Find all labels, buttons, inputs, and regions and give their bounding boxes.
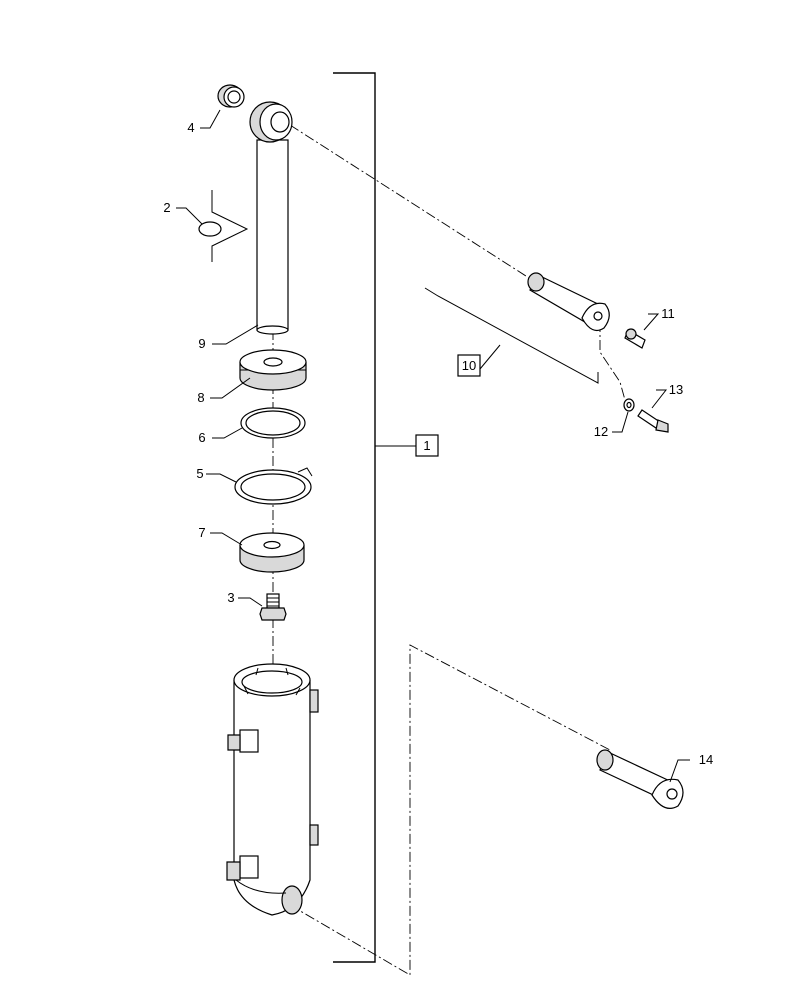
callout-4: 4 [187,120,194,135]
callout-11: 11 [661,306,675,321]
callout-4-group: 4 [187,109,221,135]
seal-ring-part-6 [240,407,306,439]
washer-part-12 [623,398,635,412]
callout-1: 1 [423,438,430,453]
callout-11-group: 11 [643,306,675,331]
o-ring-part-2 [198,190,249,262]
callout-7: 7 [198,525,205,540]
callout-7-group: 7 [198,525,243,546]
callout-10: 10 [462,358,476,373]
pivot-pin-part-14 [596,749,684,809]
callout-9-group: 9 [198,324,259,351]
callout-12: 12 [594,424,608,439]
callout-6-group: 6 [198,427,243,445]
callout-5: 5 [196,466,203,481]
callout-3: 3 [227,590,234,605]
grease-fitting-part-11 [624,328,646,349]
bushing-part-4 [217,84,245,108]
callout-8: 8 [197,390,204,405]
callout-10-group: 10 [424,287,599,384]
snap-ring-part-5 [234,467,313,505]
piston-part-7 [239,532,305,573]
callout-14: 14 [699,752,713,767]
callout-2-group: 2 [163,200,203,225]
cylinder-barrel [226,663,319,916]
assembly-bracket: 1 [333,72,439,963]
callout-9: 9 [198,336,205,351]
callout-13: 13 [669,382,683,397]
bolt-part-13 [637,409,669,433]
callout-3-group: 3 [227,590,263,607]
callout-13-group: 13 [651,382,683,409]
callout-12-group: 12 [594,411,629,439]
pivot-pin-part-10 [527,272,610,331]
callout-5-group: 5 [196,466,237,483]
gland-part-8 [239,349,307,391]
fitting-part-3 [259,593,287,621]
callout-6: 6 [198,430,205,445]
assembly-center-lines [272,124,626,976]
callout-14-group: 14 [669,752,713,783]
callout-8-group: 8 [197,377,251,405]
callout-2: 2 [163,200,170,215]
piston-rod-part-9 [249,101,293,335]
